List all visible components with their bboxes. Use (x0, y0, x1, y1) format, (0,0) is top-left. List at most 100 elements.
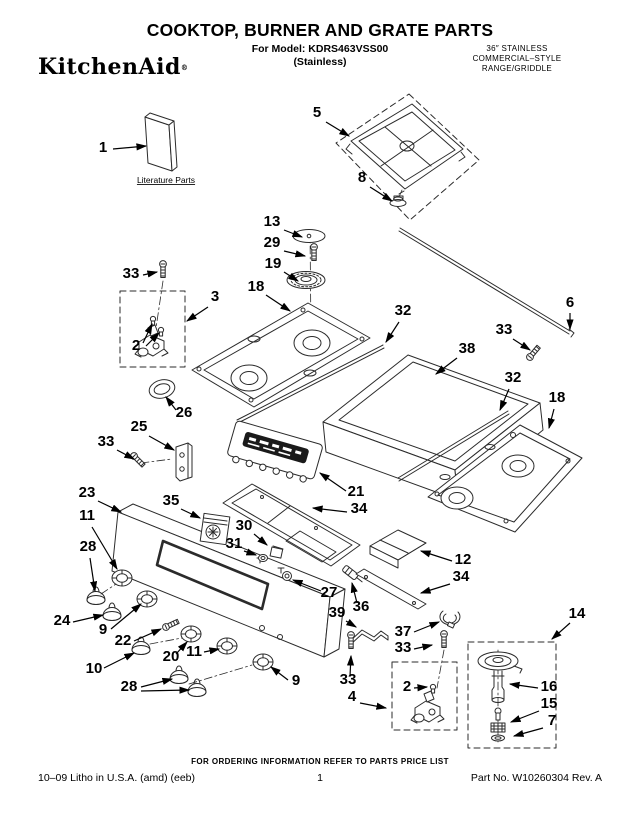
callout-11-22: 11 (79, 507, 118, 571)
part-number-label: 11 (186, 643, 202, 660)
cooktop-right-drawing (427, 424, 583, 533)
assembly-axis-line (100, 583, 117, 595)
spec-line-3: RANGE/GRIDDLE (481, 64, 553, 73)
assembly-axis-line (436, 649, 445, 689)
callout-22-31: 22 (115, 628, 163, 649)
part-number-label: 18 (248, 278, 265, 295)
part-number-label: 26 (176, 404, 193, 421)
screw-drawing (160, 617, 181, 633)
leader-arrow (116, 449, 136, 460)
assembly-axis-line (155, 280, 164, 329)
screw-drawing (440, 630, 448, 648)
part-number-label: 12 (455, 551, 472, 568)
part-number-label: 2 (403, 678, 411, 695)
part-number-label: 31 (226, 535, 243, 552)
valve-kit-box-outline (119, 290, 186, 368)
leader-arrow (291, 579, 322, 592)
callout-25-11: 25 (131, 418, 176, 451)
model-block: For Model: KDRS463VSS00 (Stainless) (0, 43, 640, 69)
part-number-label: 7 (548, 712, 556, 729)
part-number-label: 10 (86, 660, 103, 677)
callout-18-18: 18 (547, 389, 565, 430)
part-number-label: 36 (353, 598, 370, 615)
leader-arrow (346, 654, 355, 677)
part-number-label: 6 (566, 294, 574, 311)
part-number-label: 39 (329, 604, 346, 621)
callout-21-19: 21 (319, 472, 364, 500)
gasket-ring-drawing (148, 379, 176, 399)
part-number-label: 33 (395, 639, 412, 656)
part-number-label: 14 (569, 605, 586, 622)
part-number-line: Part No. W10260304 Rev. A (470, 772, 602, 784)
callout-36-38: 36 (350, 581, 370, 615)
bracket-clip-drawing (269, 545, 284, 559)
part-number-label: 3 (211, 288, 219, 305)
spec-block: 36″ STAINLESS COMMERCIAL–STYLE RANGE/GRI… (432, 44, 602, 74)
part-number-label: 33 (340, 671, 357, 688)
part-number-label: 5 (313, 104, 321, 121)
part-number-label: 24 (54, 612, 71, 629)
mounting-strip-drawing (355, 568, 427, 610)
control-knob-drawing (131, 636, 151, 655)
callout-15-47: 15 (509, 695, 558, 723)
leader-arrow (89, 557, 98, 593)
leader-arrow (148, 435, 176, 451)
leader-arrow (253, 533, 268, 546)
leader-arrow (551, 622, 571, 640)
part-number-label: 27 (321, 584, 338, 601)
knob-bezel-drawing (180, 625, 202, 643)
leader-arrow (413, 684, 429, 692)
part-number-label: 15 (541, 695, 558, 712)
finish-line: (Stainless) (293, 56, 347, 68)
literature-parts-label: Literature Parts (137, 175, 195, 185)
spacer-drawing (258, 554, 268, 562)
callout-33-15: 33 (496, 321, 532, 351)
burner-screw-drawing (310, 243, 318, 261)
leader-arrow (435, 357, 458, 375)
callout-1-0: 1 (99, 139, 148, 156)
leader-arrow (350, 581, 358, 604)
assembly-axis-line (188, 664, 253, 685)
leader-arrow (180, 508, 202, 519)
grate-drawing (335, 93, 480, 221)
valve-nut-drawing (157, 326, 165, 337)
callout-9-30: 9 (99, 603, 142, 638)
callout-29-4: 29 (264, 234, 307, 258)
leader-arrow (110, 603, 142, 630)
support-bracket-drawing (369, 529, 427, 569)
screw-drawing (159, 260, 167, 278)
registered-mark: ® (180, 63, 189, 72)
leader-arrow (509, 710, 540, 723)
callout-18-6: 18 (248, 278, 291, 312)
igniter-drawing (342, 565, 363, 583)
page-title: COOKTOP, BURNER AND GRATE PARTS (146, 20, 494, 40)
part-number-label: 9 (292, 672, 300, 689)
callout-32-17: 32 (499, 369, 522, 412)
callout-39-39: 39 (329, 604, 358, 628)
part-number-label: 32 (505, 369, 522, 386)
callout-6-16: 6 (566, 294, 574, 331)
brand-wordmark: KitchenAid (38, 54, 181, 80)
litho-line: 10–09 Litho in U.S.A. (amd) (eeb) (38, 772, 195, 784)
part-number-label: 28 (121, 678, 138, 695)
knob-bezel-drawing (252, 653, 274, 671)
grate-foot-drawing (389, 189, 407, 207)
front-rail-right-drawing (397, 410, 510, 482)
leader-arrow (97, 500, 123, 513)
callout-33-12: 33 (98, 433, 136, 460)
leader-arrow (499, 388, 510, 412)
cooktop-left-drawing (191, 302, 371, 408)
callout-33-42: 33 (340, 654, 357, 688)
leader-arrow (413, 621, 441, 633)
part-number-label: 25 (131, 418, 148, 435)
callout-16-46: 16 (508, 678, 557, 695)
callout-14-45: 14 (551, 605, 586, 640)
leader-arrow (283, 271, 300, 282)
callout-32-13: 32 (385, 302, 411, 344)
part-number-label: 34 (453, 568, 470, 585)
part-number-label: 2 (132, 337, 140, 354)
callout-28-23: 28 (80, 538, 98, 593)
leader-arrow (112, 143, 148, 151)
